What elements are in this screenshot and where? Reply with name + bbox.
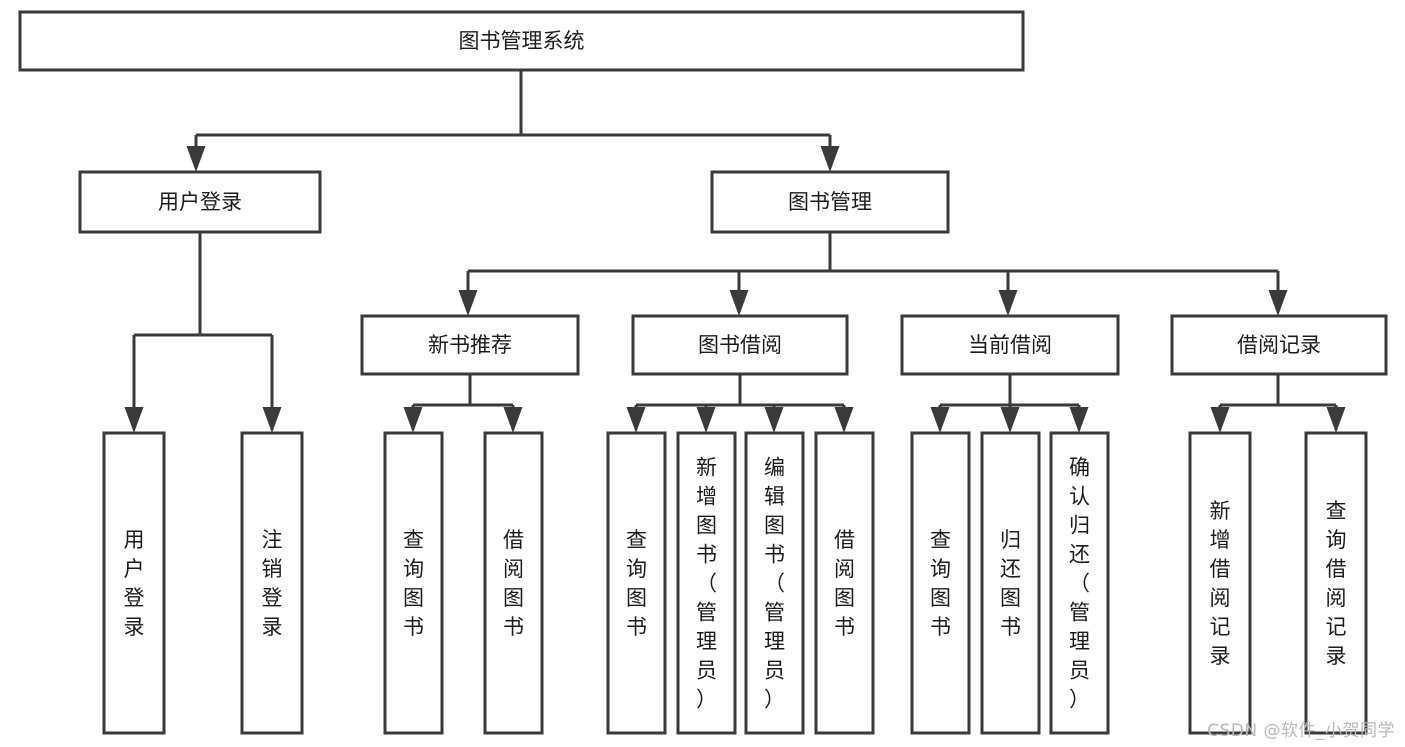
node-label-leaf-add-record: 新增借阅记录 xyxy=(1210,499,1231,668)
node-box-book-manage[interactable] xyxy=(710,170,950,234)
node-layer: 图书管理系统用户登录图书管理新书推荐图书借阅当前借阅借阅记录用户登录注销登录查询… xyxy=(18,10,1388,735)
node-box-leaf-logout[interactable] xyxy=(240,431,304,735)
node-leaf-confirm-return[interactable]: 确认归还（管理员） xyxy=(1049,431,1110,735)
node-label-user-login: 用户登录 xyxy=(158,190,242,214)
node-box-leaf-add-record[interactable] xyxy=(1188,431,1252,735)
arrow-head-icon xyxy=(1000,407,1020,433)
node-leaf-borrow-book-rec[interactable]: 借阅图书 xyxy=(483,431,544,735)
node-leaf-query-book-rec[interactable]: 查询图书 xyxy=(383,431,444,735)
node-user-login[interactable]: 用户登录 xyxy=(78,170,322,234)
node-box-book-borrow[interactable] xyxy=(631,314,849,376)
node-label-leaf-add-book: 新增图书（管理员） xyxy=(696,456,717,712)
node-box-leaf-borrow-book-br[interactable] xyxy=(814,431,875,735)
arrow-head-icon xyxy=(503,407,523,433)
node-leaf-add-record[interactable]: 新增借阅记录 xyxy=(1188,431,1252,735)
arrow-head-icon xyxy=(1326,407,1346,433)
node-box-current-borrow[interactable] xyxy=(900,314,1120,376)
arrow-head-icon xyxy=(729,290,749,316)
arrow-head-icon xyxy=(1069,407,1089,433)
node-leaf-return-book[interactable]: 归还图书 xyxy=(980,431,1041,735)
node-label-new-book-rec: 新书推荐 xyxy=(428,333,512,357)
connector-bus-root xyxy=(186,70,840,172)
arrow-head-icon xyxy=(403,407,423,433)
arrow-head-icon xyxy=(1268,290,1288,316)
node-new-book-rec[interactable]: 新书推荐 xyxy=(360,314,580,376)
node-box-leaf-return-book[interactable] xyxy=(980,431,1041,735)
node-leaf-query-record[interactable]: 查询借阅记录 xyxy=(1304,431,1368,735)
node-box-leaf-user-login[interactable] xyxy=(102,431,166,735)
arrow-head-icon xyxy=(124,407,144,433)
node-label-borrow-record: 借阅记录 xyxy=(1237,333,1321,357)
node-leaf-user-login[interactable]: 用户登录 xyxy=(102,431,166,735)
arrow-head-icon xyxy=(930,407,950,433)
node-box-leaf-add-book[interactable] xyxy=(676,431,737,735)
arrow-head-icon xyxy=(1210,407,1230,433)
node-label-leaf-user-login: 用户登录 xyxy=(124,528,145,639)
node-leaf-query-book-cb[interactable]: 查询图书 xyxy=(910,431,971,735)
arrow-head-icon xyxy=(262,407,282,433)
node-leaf-logout[interactable]: 注销登录 xyxy=(240,431,304,735)
node-book-borrow[interactable]: 图书借阅 xyxy=(631,314,849,376)
node-box-leaf-query-record[interactable] xyxy=(1304,431,1368,735)
connector-bus-user-login xyxy=(124,232,282,433)
node-borrow-record[interactable]: 借阅记录 xyxy=(1170,314,1388,376)
arrow-head-icon xyxy=(998,290,1018,316)
node-label-leaf-confirm-return: 确认归还（管理员） xyxy=(1069,456,1090,712)
node-box-new-book-rec[interactable] xyxy=(360,314,580,376)
node-leaf-borrow-book-br[interactable]: 借阅图书 xyxy=(814,431,875,735)
node-box-borrow-record[interactable] xyxy=(1170,314,1388,376)
connector-bus-new-book-rec xyxy=(403,374,523,433)
arrow-head-icon xyxy=(820,146,840,172)
node-label-leaf-edit-book: 编辑图书（管理员） xyxy=(764,456,785,712)
connector-bus-current-borrow xyxy=(930,374,1089,433)
node-leaf-add-book[interactable]: 新增图书（管理员） xyxy=(676,431,737,735)
node-box-user-login[interactable] xyxy=(78,170,322,234)
arrow-head-icon xyxy=(696,407,716,433)
node-leaf-query-book-br[interactable]: 查询图书 xyxy=(606,431,667,735)
watermark-text: CSDN @软件_小贺同学 xyxy=(1207,721,1395,741)
node-box-leaf-edit-book[interactable] xyxy=(744,431,805,735)
node-label-leaf-query-book-rec: 查询图书 xyxy=(403,528,424,639)
node-box-leaf-borrow-book-rec[interactable] xyxy=(483,431,544,735)
node-box-leaf-confirm-return[interactable] xyxy=(1049,431,1110,735)
node-box-leaf-query-book-br[interactable] xyxy=(606,431,667,735)
node-label-leaf-query-record: 查询借阅记录 xyxy=(1326,499,1347,668)
connector-bus-book-manage xyxy=(458,232,1288,316)
arrow-head-icon xyxy=(458,290,478,316)
node-label-leaf-query-book-cb: 查询图书 xyxy=(930,528,951,639)
node-label-root: 图书管理系统 xyxy=(459,29,585,53)
node-label-leaf-borrow-book-br: 借阅图书 xyxy=(834,528,855,639)
node-label-current-borrow: 当前借阅 xyxy=(968,333,1052,357)
node-label-leaf-return-book: 归还图书 xyxy=(1000,528,1021,639)
connector-bus-book-borrow xyxy=(626,374,854,433)
node-box-leaf-query-book-rec[interactable] xyxy=(383,431,444,735)
node-box-leaf-query-book-cb[interactable] xyxy=(910,431,971,735)
arrow-head-icon xyxy=(764,407,784,433)
node-label-leaf-logout: 注销登录 xyxy=(262,528,283,639)
node-leaf-edit-book[interactable]: 编辑图书（管理员） xyxy=(744,431,805,735)
node-root[interactable]: 图书管理系统 xyxy=(18,10,1025,72)
node-label-book-borrow: 图书借阅 xyxy=(698,333,782,357)
node-label-leaf-borrow-book-rec: 借阅图书 xyxy=(503,528,524,639)
node-label-book-manage: 图书管理 xyxy=(788,190,872,214)
node-book-manage[interactable]: 图书管理 xyxy=(710,170,950,234)
arrow-head-icon xyxy=(834,407,854,433)
node-label-leaf-query-book-br: 查询图书 xyxy=(626,528,647,639)
node-box-root[interactable] xyxy=(18,10,1025,72)
arrow-head-icon xyxy=(626,407,646,433)
arrow-head-icon xyxy=(186,146,206,172)
connector-bus-borrow-record xyxy=(1210,374,1346,433)
connector-layer xyxy=(124,70,1346,433)
node-current-borrow[interactable]: 当前借阅 xyxy=(900,314,1120,376)
